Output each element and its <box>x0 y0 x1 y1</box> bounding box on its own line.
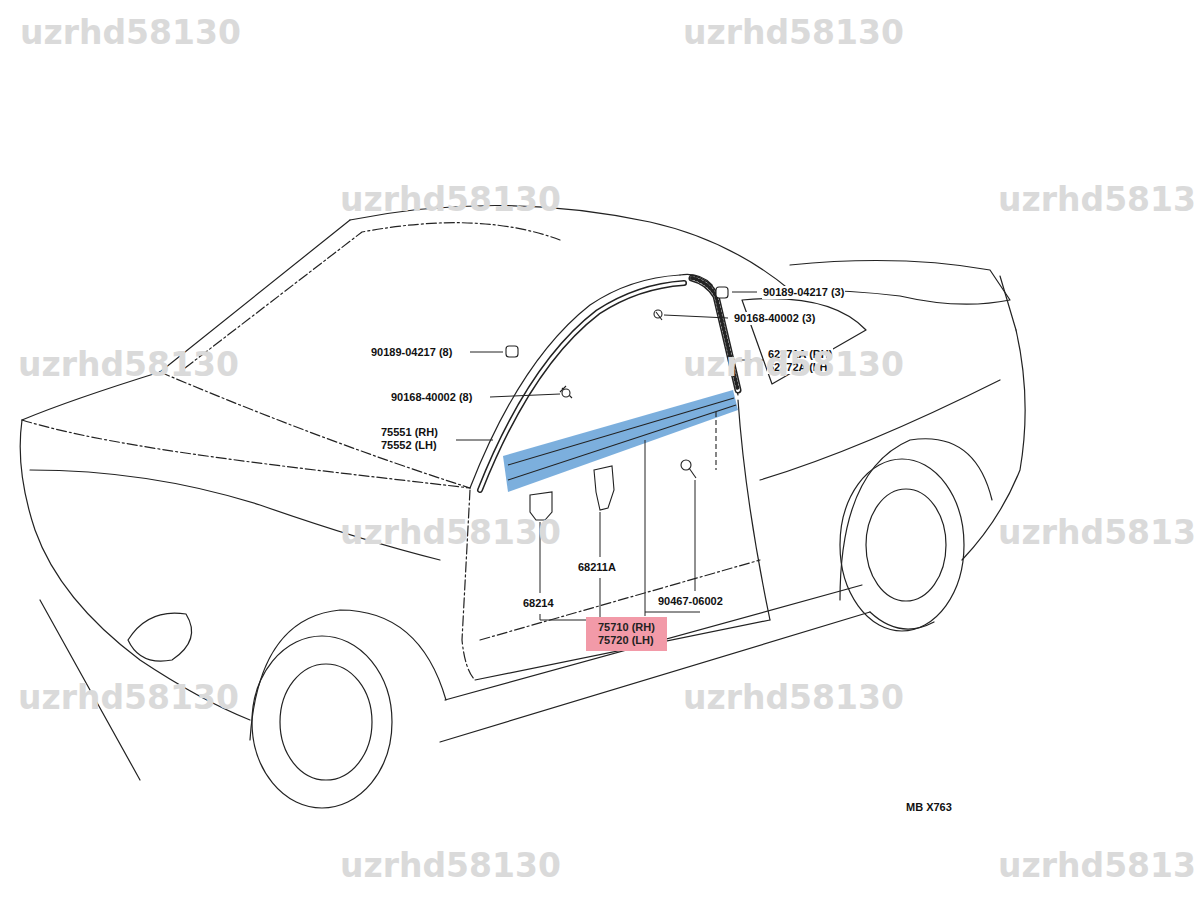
part-number: MB X763 <box>905 801 953 814</box>
watermark: uzrhd58130 <box>340 183 561 217</box>
leader-line <box>470 352 503 353</box>
belt-moulding-line <box>508 398 734 465</box>
part-number: 90168-40002 (3) <box>733 312 816 325</box>
part-number: 90189-04217 (3) <box>762 286 845 299</box>
clip <box>716 287 728 298</box>
leader-line <box>600 578 601 617</box>
watermark: uzrhd58130 <box>20 16 241 50</box>
leader-line <box>664 315 728 318</box>
clip <box>506 346 518 357</box>
leader-line <box>645 612 700 613</box>
headlight <box>128 613 192 661</box>
roof-line <box>350 205 790 290</box>
door-rear-edge <box>738 400 770 620</box>
part-number: 75552 (LH) <box>380 439 438 452</box>
part-number: 75710 (RH) <box>598 621 655 634</box>
screw <box>689 468 696 478</box>
rear-lower <box>870 612 934 629</box>
windshield-inner <box>185 223 560 368</box>
rear-wheel-rim <box>866 489 946 601</box>
watermark: uzrhd5813 <box>998 183 1196 217</box>
watermark: uzrhd58130 <box>340 849 561 883</box>
leader-line <box>600 512 601 557</box>
part-number: 90467-06002 <box>657 595 724 608</box>
watermark: uzrhd58130 <box>18 348 239 382</box>
watermark: uzrhd58130 <box>683 681 904 715</box>
leader-line <box>695 480 696 591</box>
leader-line <box>456 440 493 441</box>
screw-head <box>562 389 570 397</box>
leader-line <box>732 292 757 293</box>
highlight-box: 75710 (RH)75720 (LH) <box>586 617 667 651</box>
watermark: uzrhd58130 <box>340 516 561 550</box>
rear-wheel <box>840 459 964 631</box>
screw <box>656 312 662 320</box>
bracket <box>594 466 614 510</box>
part-number: 68214 <box>522 597 555 610</box>
watermark: uzrhd58130 <box>683 348 904 382</box>
front-wheel-rim <box>280 664 372 780</box>
front-wheel <box>252 636 392 808</box>
watermark: uzrhd5813 <box>998 849 1196 883</box>
watermark: uzrhd58130 <box>683 16 904 50</box>
highlight-strip <box>503 390 738 492</box>
screw <box>560 386 572 398</box>
windshield-base <box>160 372 470 488</box>
belt-moulding-dash <box>715 412 716 470</box>
front-wheel-arch <box>250 610 446 740</box>
part-number: 90168-40002 (8) <box>390 391 473 404</box>
watermark: uzrhd5813 <box>998 516 1196 550</box>
watermark: uzrhd58130 <box>18 681 239 715</box>
part-number: 90189-04217 (8) <box>370 346 453 359</box>
belt-moulding-line <box>508 405 736 480</box>
rear-wheel-arch <box>840 439 992 600</box>
front-bumper <box>20 420 250 720</box>
door-crease <box>480 560 760 640</box>
leader-line <box>490 394 560 397</box>
hood-line <box>22 420 470 488</box>
spoiler-stay <box>1000 276 1016 330</box>
part-number: 68211A <box>577 561 617 574</box>
part-number: 75720 (LH) <box>598 634 655 647</box>
part-number: 75551 (RH) <box>380 426 439 439</box>
rocker <box>440 612 870 742</box>
leader-line <box>645 440 646 616</box>
